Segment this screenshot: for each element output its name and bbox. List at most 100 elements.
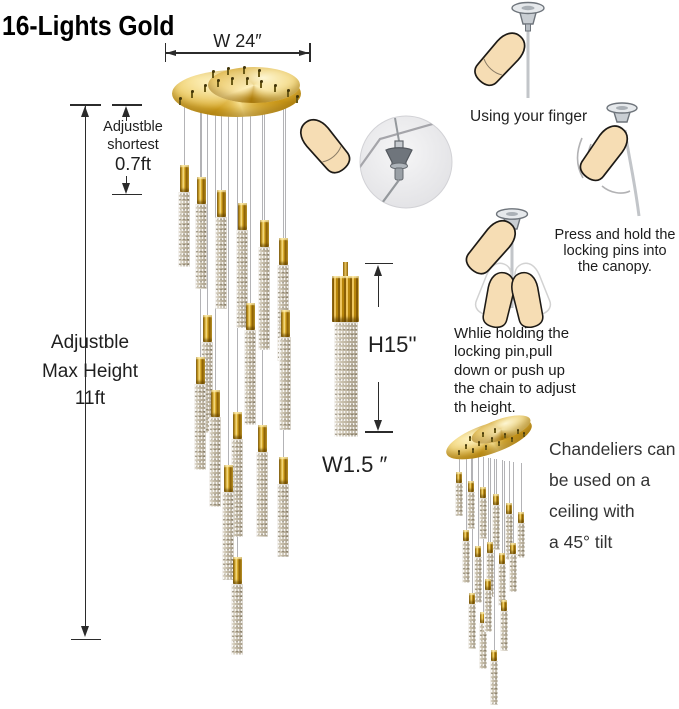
- max-height-label-2: Max Height: [41, 361, 139, 382]
- wire: [503, 461, 505, 600]
- max-height-label-1: Adjustble: [50, 332, 130, 353]
- pendant-cap: [257, 425, 267, 452]
- dimension-arrow-right: [299, 49, 309, 56]
- thumb-icon: [482, 271, 515, 328]
- locking-pin-head: [190, 90, 194, 93]
- dimension-tick: [365, 262, 393, 264]
- wire: [284, 104, 286, 310]
- locking-pin-head: [497, 441, 500, 444]
- pendant-crystal: [486, 553, 494, 597]
- pendant-crystal: [279, 337, 291, 430]
- pendant-crystal: [509, 554, 517, 592]
- canopy-overlay-disc: [208, 67, 300, 103]
- pendant-cap: [493, 494, 499, 505]
- pendant-cap: [195, 357, 205, 384]
- locking-pin-head: [522, 432, 525, 435]
- locking-pin-head: [468, 436, 471, 439]
- locking-pin: [243, 67, 245, 74]
- wire: [236, 112, 238, 557]
- pendant-cap: [469, 593, 475, 604]
- dimension-arrow-up: [121, 106, 130, 117]
- locking-pin-head: [477, 441, 480, 444]
- pendant-height-label: H15'': [368, 332, 417, 357]
- pendant-crystal: [256, 452, 268, 537]
- page-title: 16-Lights Gold: [2, 10, 175, 41]
- pendant-crystal: [490, 661, 498, 705]
- locking-pin-head: [481, 432, 484, 435]
- pendant-crystal: [479, 498, 487, 539]
- dimension-line: [125, 176, 127, 184]
- instruction-finger-illustration: [474, 1, 545, 98]
- wire: [373, 179, 400, 208]
- wire: [263, 110, 265, 220]
- locking-pin: [212, 71, 214, 78]
- shortest-label-3: 0.7ft: [115, 153, 151, 174]
- canopy-edge-line: [360, 116, 452, 172]
- locking-pin-head: [216, 79, 220, 82]
- locking-pin: [517, 430, 519, 434]
- wire: [458, 452, 460, 472]
- pendant-crystal: [178, 192, 190, 267]
- pendant-crystal: [505, 514, 513, 560]
- locking-pin-head: [295, 95, 299, 98]
- using-finger-caption: Using your finger: [470, 108, 588, 125]
- width-dimension-label: W 24″: [213, 31, 262, 51]
- locking-pin-head: [493, 428, 496, 431]
- locking-pin-head: [259, 80, 263, 83]
- pendant-crystal: [479, 623, 487, 669]
- pendant-cap: [278, 457, 288, 484]
- locking-pin: [485, 446, 487, 450]
- locking-pin-head: [490, 437, 493, 440]
- locking-pin-head: [457, 450, 460, 453]
- locking-pin-head: [211, 70, 215, 73]
- pendant-crystal: [215, 217, 227, 309]
- pendant-cap: [210, 390, 220, 417]
- pendant-crystal: [517, 523, 525, 558]
- locking-pin-head: [226, 67, 230, 70]
- locking-pin-head: [257, 69, 261, 72]
- pendant-cap: [223, 465, 233, 492]
- locking-pin-head: [516, 429, 519, 432]
- pendant-cap: [278, 238, 288, 265]
- wire: [487, 458, 489, 579]
- wire: [200, 106, 202, 177]
- pendant-crystal: [462, 541, 470, 583]
- pendant-cap: [463, 530, 469, 541]
- instruction-press-illustration: [465, 208, 552, 328]
- locking-pin: [204, 85, 206, 92]
- pendant-cap: [485, 579, 491, 590]
- dimension-tick: [71, 638, 101, 640]
- locking-pin: [465, 445, 467, 449]
- wire: [241, 112, 243, 203]
- pendant-crystal: [222, 492, 234, 580]
- pendant-cap: [487, 542, 493, 553]
- locking-pin: [191, 91, 193, 98]
- pendant-crystal: [474, 557, 482, 603]
- dimension-arrow-down: [373, 420, 382, 431]
- pendant-crystal: [500, 611, 508, 651]
- locking-pin-head: [245, 77, 249, 80]
- locking-pin: [458, 451, 460, 455]
- dimension-line: [84, 106, 87, 628]
- while-holding-text: Whlie holding the locking pin,pull down …: [454, 325, 576, 416]
- pendant-cap: [501, 600, 507, 611]
- locking-pin-head: [178, 97, 182, 100]
- wire: [501, 460, 503, 553]
- locking-pin: [287, 90, 289, 97]
- pendant-width-label: W1.5 ″: [322, 452, 388, 477]
- cable-gripper-icon: [606, 102, 638, 123]
- locking-pin: [494, 429, 496, 433]
- finger-icon: [465, 219, 516, 275]
- shortest-label-1: Adjustble: [103, 119, 163, 135]
- locking-pin: [274, 85, 276, 92]
- wire: [493, 459, 495, 650]
- dimension-arrow-down: [121, 183, 130, 194]
- wire: [508, 461, 510, 503]
- pendant-top-pin: [343, 262, 348, 278]
- finger-icon: [579, 125, 629, 182]
- tilt-caption: Chandeliers can be used on a ceiling wit…: [549, 439, 676, 552]
- dimension-line: [377, 382, 379, 422]
- locking-pin: [296, 96, 298, 103]
- locking-pin-head: [471, 448, 474, 451]
- pendant-crystal: [492, 505, 500, 550]
